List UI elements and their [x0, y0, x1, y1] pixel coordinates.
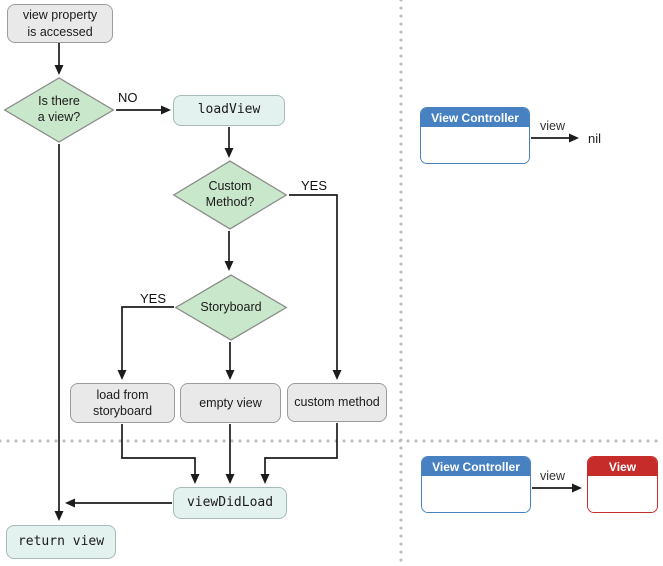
uml-class-body: [421, 127, 529, 163]
node-viewdidload: viewDidLoad: [173, 487, 287, 519]
edge-label-yes-storyboard: YES: [140, 291, 167, 306]
edge-label-no: NO: [118, 90, 138, 105]
node-loadview: loadView: [173, 95, 285, 126]
decision-label: Is there a view?: [37, 94, 81, 124]
diamond-shape: [174, 274, 288, 341]
diamond-shape: [3, 77, 115, 143]
edge-loadfromstoryboard-to-viewdidload: [121, 424, 200, 484]
uml-class-body: [588, 476, 657, 512]
node-custom-method: custom method: [287, 383, 387, 422]
uml-class-title: View Controller: [422, 457, 530, 476]
node-return-view: return view: [6, 525, 116, 559]
nil-value: nil: [588, 131, 602, 146]
node-empty-view: empty view: [180, 383, 281, 423]
uml-view-box: View: [587, 456, 658, 513]
node-load-from-storyboard: load from storyboard: [70, 383, 175, 423]
node-label: view property: [22, 8, 98, 23]
uml-view-controller-top: View Controller: [420, 107, 530, 164]
relation-label-view-bottom: view: [540, 469, 566, 483]
uml-view-controller-bottom: View Controller: [421, 456, 531, 513]
uml-class-title: View Controller: [421, 108, 529, 127]
node-view-property-accessed: view property is accessed: [7, 4, 113, 43]
edge-storyboard-yes: [117, 306, 174, 380]
edge-label-yes-custom: YES: [301, 178, 328, 193]
uml-class-title: View: [588, 457, 657, 476]
edge-custommethod-yes: [289, 194, 342, 380]
decision-storyboard: Storyboard: [174, 274, 288, 341]
decision-custom-method: Custom Method?: [172, 160, 288, 230]
decision-is-there-a-view: Is there a view?: [3, 77, 115, 143]
edge-custommethodbox-to-viewdidload: [260, 423, 338, 484]
diamond-shape: [172, 160, 288, 230]
uml-class-body: [422, 476, 530, 512]
node-label: is accessed: [27, 24, 93, 39]
decision-label: Storyboard: [200, 299, 262, 314]
relation-label-view-top: view: [540, 119, 566, 133]
decision-label: Custom Method?: [205, 179, 255, 209]
